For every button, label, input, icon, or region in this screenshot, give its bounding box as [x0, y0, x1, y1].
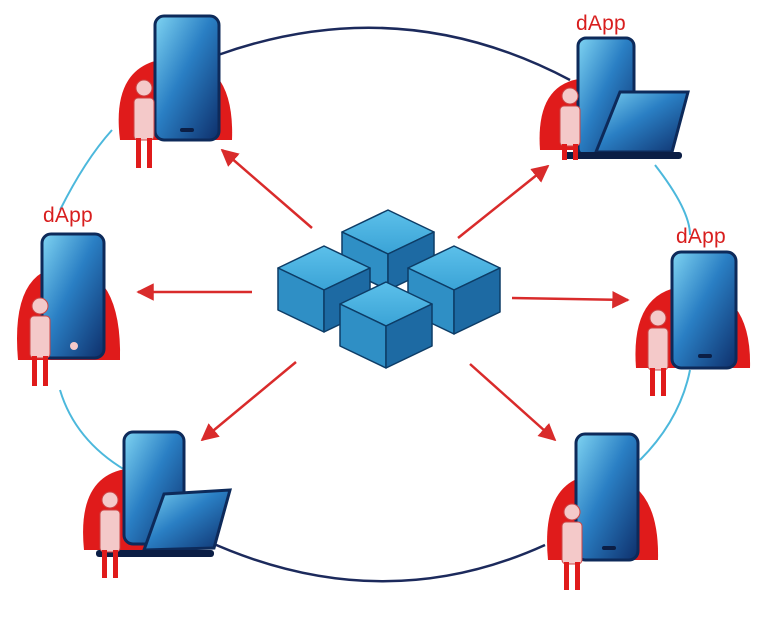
- laptop-icon: [562, 90, 690, 159]
- hub-arrows: [136, 148, 630, 442]
- ring-arc-right-lower: [639, 369, 691, 461]
- person-icon: [647, 309, 669, 396]
- arrow-to-bottom-right: [469, 363, 557, 442]
- person-icon: [99, 491, 121, 578]
- ring-arc-left: [59, 129, 113, 211]
- phone-mid-left: [40, 232, 106, 360]
- person-icon: [561, 503, 583, 590]
- person-icon: [29, 297, 51, 386]
- cube-front: [339, 281, 433, 369]
- laptop-icon: [96, 488, 233, 557]
- node-top-left: [118, 14, 233, 168]
- cube-back: [341, 209, 435, 291]
- person-icon: [559, 87, 581, 160]
- ring-arc-right: [654, 164, 691, 236]
- person-icon: [133, 79, 155, 168]
- node-bottom-right: [547, 432, 659, 590]
- node-mid-left: [17, 232, 121, 386]
- ring-arc-left-lower: [59, 389, 126, 471]
- arrow-to-mid-right: [511, 290, 630, 309]
- node-label-mid-left: dApp: [43, 204, 93, 227]
- node-label-mid-right: dApp: [676, 225, 726, 248]
- node-bottom-left: [83, 430, 233, 578]
- blockchain-cubes-icon: [277, 209, 501, 369]
- ring-arc-top: [217, 26, 571, 82]
- phone-top-left: [153, 14, 221, 142]
- phone-mid-right: [670, 250, 738, 370]
- arrow-to-top-left: [220, 148, 313, 229]
- ring-arc-bottom: [204, 538, 546, 583]
- arrow-to-bottom-left: [200, 361, 297, 442]
- node-mid-right: [635, 250, 751, 396]
- phone-bottom-right: [574, 432, 640, 562]
- arrow-to-top-right: [457, 164, 550, 239]
- ring-connections: [59, 26, 691, 583]
- node-top-right: [539, 36, 690, 160]
- node-label-top-right: dApp: [576, 12, 626, 35]
